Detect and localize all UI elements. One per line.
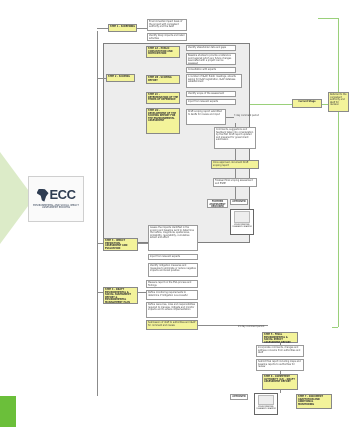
screening-box-1: Environmental impact basis of the projec… — [147, 19, 187, 31]
connector — [280, 343, 281, 345]
step-2b: STEP 2B - SCOPING REPORT — [146, 75, 180, 85]
certificate-caption-2: ENVIRONMENTAL CLEARANCE GRANTED — [255, 406, 277, 411]
connector — [97, 78, 106, 79]
step-3-impact: STEP 3 - IMPACT PREDICTION, ASSESSMENT A… — [103, 238, 138, 251]
final-box-2: Submit final report including maps and b… — [256, 359, 304, 371]
right-note-box: Referred to the competent authority and … — [328, 92, 349, 112]
connector — [235, 187, 236, 199]
step-6-competent-authority: STEP 6 - COMPETENT AUTHORITY (CA) - DRAF… — [262, 374, 298, 390]
right-flow-return — [332, 327, 338, 328]
scoping-box-c1: Identify scope of the assessment — [186, 91, 236, 97]
connector — [137, 28, 147, 29]
scoping-box-d3: Comments, suggestions and feedback taken… — [214, 127, 256, 149]
step-4-draft-report: STEP 4 - DRAFT ENVIRONMENTAL & SOCIAL AS… — [103, 287, 138, 304]
scoping-box-d1: Draft scoping report submitted to I&APs … — [186, 109, 226, 125]
step-7-adaptation: STEP 7 - DOCUMENT ADAPTATION AND ADDITIO… — [296, 394, 332, 409]
environmental-clearance-certificate-2: ENVIRONMENTAL CLEARANCE GRANTED — [254, 393, 278, 415]
connector — [280, 390, 281, 393]
scoping-box-d5: Finalised final scoping assessment and E… — [213, 178, 257, 187]
step-2-scoping: STEP 2 - SCOPING — [106, 74, 135, 82]
impact-box-2: Input from relevant experts — [148, 254, 198, 260]
step-2c: STEP 2C - DETERMINATION OF THE TERMS OF … — [146, 92, 180, 104]
draft-box-2: Define monitoring requirements to determ… — [146, 290, 198, 300]
connector — [97, 28, 108, 29]
current-stage-connector-2 — [322, 104, 328, 105]
scoping-box-a3: Consultation with experts — [186, 67, 236, 73]
connector — [198, 325, 268, 326]
right-flow-hook — [318, 18, 338, 19]
connector — [138, 243, 148, 244]
scoping-box-a1: Identify stakeholder data and gaps — [186, 45, 236, 51]
comment-period-label: 7-day comment period — [234, 114, 259, 117]
ecc-logo: ECC ENVIRONMENTAL AND SOCIAL IMPACT ASSE… — [28, 176, 84, 222]
step-5-final-report: STEP 5 - FINAL ENVIRONMENTAL & SOCIAL IM… — [262, 332, 298, 343]
certificate-caption: ENVIRONMENTAL CLEARANCE GRANTED — [231, 224, 253, 229]
step-2a: STEP 2A - PUBLIC CONSULTATION AND PARTIC… — [146, 46, 180, 58]
environmental-clearance-certificate: ENVIRONMENTAL CLEARANCE GRANTED — [230, 209, 254, 235]
impact-box-3: Identify mitigation measures and measure… — [148, 263, 198, 277]
connector — [226, 117, 234, 118]
connector — [235, 169, 236, 178]
certificate-thumbnail-2 — [258, 395, 274, 405]
logo-text: ECC — [49, 186, 76, 202]
draft-box-3: Define resources, roles and responsibili… — [146, 302, 198, 318]
draft-box-1: Measure report on the ESA process and fi… — [146, 280, 198, 288]
scoping-box-b1: A number of I&AP, Public meetings, adver… — [186, 74, 242, 88]
scoping-box-d4: Once approved, document Draft scoping re… — [211, 160, 259, 169]
connector — [235, 149, 236, 160]
connector — [280, 371, 281, 374]
connector — [235, 123, 236, 127]
right-flow-line-bottom — [338, 112, 339, 327]
green-corner-block — [0, 396, 16, 427]
connector — [97, 292, 103, 293]
logo-subtitle: ENVIRONMENTAL AND SOCIAL IMPACT ASSESSME… — [33, 203, 79, 210]
screening-box-2: Identify likely impacts and listed activ… — [147, 33, 187, 41]
connector — [97, 243, 103, 244]
scoping-box-c2: Input from relevant experts — [186, 99, 236, 105]
further-assessment-box: FURTHER ASSESSMENT REQUIRED — [207, 199, 228, 208]
impact-box-1: Assess the impacts identified in the sco… — [148, 225, 198, 251]
connector — [138, 292, 146, 293]
main-flow-line — [97, 31, 98, 396]
scoping-box-a2: Baseline studies to provide a reference … — [186, 53, 236, 65]
certificate-thumbnail — [234, 211, 250, 223]
final-box-1: Incorporate comments, changes and addres… — [256, 345, 304, 357]
step-1-screening: STEP 1 - SCREENING — [108, 24, 137, 32]
logo-mark: ECC — [36, 186, 76, 203]
draft-box-4: Submission of draft to authorities and I… — [146, 320, 198, 330]
current-stage-connector — [250, 104, 292, 105]
comment-period-label-2: 21 day comment period — [238, 325, 265, 328]
current-stage-badge: Current Stage — [292, 99, 322, 108]
step-2d: STEP 2D - DEVELOPMENT OF THE SCOPING REP… — [146, 108, 180, 134]
right-flow-line-top — [338, 18, 339, 92]
approved-box: APPROVED — [230, 199, 248, 205]
approved-box-2: APPROVED — [230, 394, 248, 400]
africa-map-icon — [36, 188, 49, 202]
